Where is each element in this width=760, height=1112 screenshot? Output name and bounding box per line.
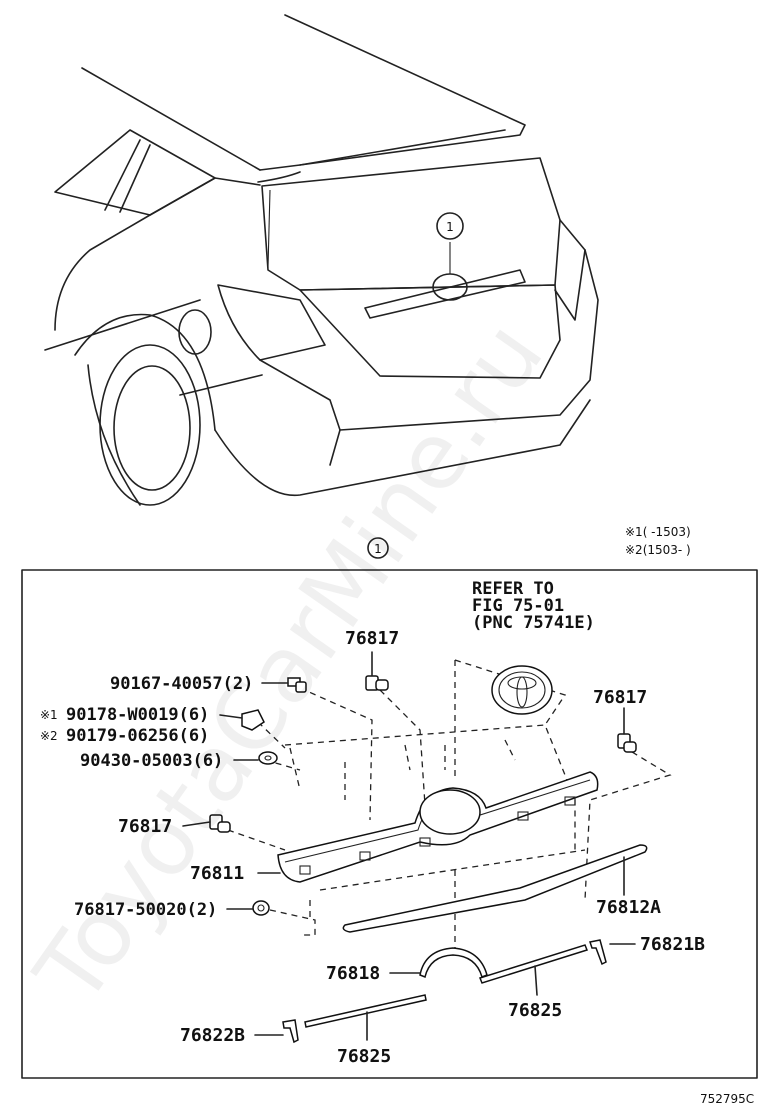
callout-number: 1 [374, 542, 382, 556]
bolt-90167-40057 [287, 677, 307, 693]
label-moulding: 76812A [596, 897, 661, 918]
label-nut1: 90178-W0019(6) [66, 705, 209, 725]
washer-90430-05003 [258, 751, 278, 765]
label-bolt: 90167-40057(2) [110, 674, 253, 694]
end-cap-76821B [589, 939, 607, 966]
clip-76817-left [209, 814, 231, 833]
label-clip-left: 76817 [118, 816, 172, 837]
label-clip-top: 76817 [345, 628, 399, 649]
label-washer: 90430-05003(6) [80, 751, 223, 771]
emblem-75741E [491, 665, 553, 715]
label-end-left: 76822B [180, 1025, 245, 1046]
rear-garnish-76811 [277, 771, 599, 883]
label-leaders [182, 651, 636, 1041]
callout-circle-bottom [367, 537, 389, 559]
refer-line-2: FIG 75-01 [472, 596, 564, 616]
label-end-right: 76821B [640, 934, 705, 955]
moulding-76812A [342, 844, 648, 933]
label-nut2: 90179-06256(6) [66, 726, 209, 746]
clip-76817-50020 [252, 900, 270, 916]
center-piece-76818 [419, 947, 488, 979]
vehicle-illustration [44, 14, 599, 506]
note-line-2: ※2(1503- ) [625, 543, 691, 557]
label-nut1-mark: ※1 [40, 708, 58, 722]
label-clip-bottom: 76817-50020(2) [74, 900, 217, 920]
footer-code: 752795C [700, 1092, 754, 1106]
end-cap-76822B [282, 1019, 299, 1044]
refer-line-3: (PNC 75741E) [472, 613, 595, 633]
clip-76817-right [617, 733, 637, 753]
label-clip-right: 76817 [593, 687, 647, 708]
watermark: ToyotaCarMine.ru [15, 303, 564, 1024]
label-nut2-mark: ※2 [40, 729, 58, 743]
callout-number-top: 1 [446, 220, 454, 234]
label-strip-left: 76825 [337, 1046, 391, 1067]
parts-frame [21, 569, 758, 1079]
strip-76825-left [304, 994, 427, 1028]
clip-76817-top [365, 675, 389, 691]
label-strip-right: 76825 [508, 1000, 562, 1021]
nut-90178-W0019 [241, 709, 265, 731]
strip-76825-right [479, 944, 588, 984]
refer-line-1: REFER TO [472, 579, 554, 599]
label-garnish: 76811 [190, 863, 244, 884]
note-line-1: ※1( -1503) [625, 525, 691, 539]
label-center-piece: 76818 [326, 963, 380, 984]
dashed-leader-lines [227, 659, 672, 950]
